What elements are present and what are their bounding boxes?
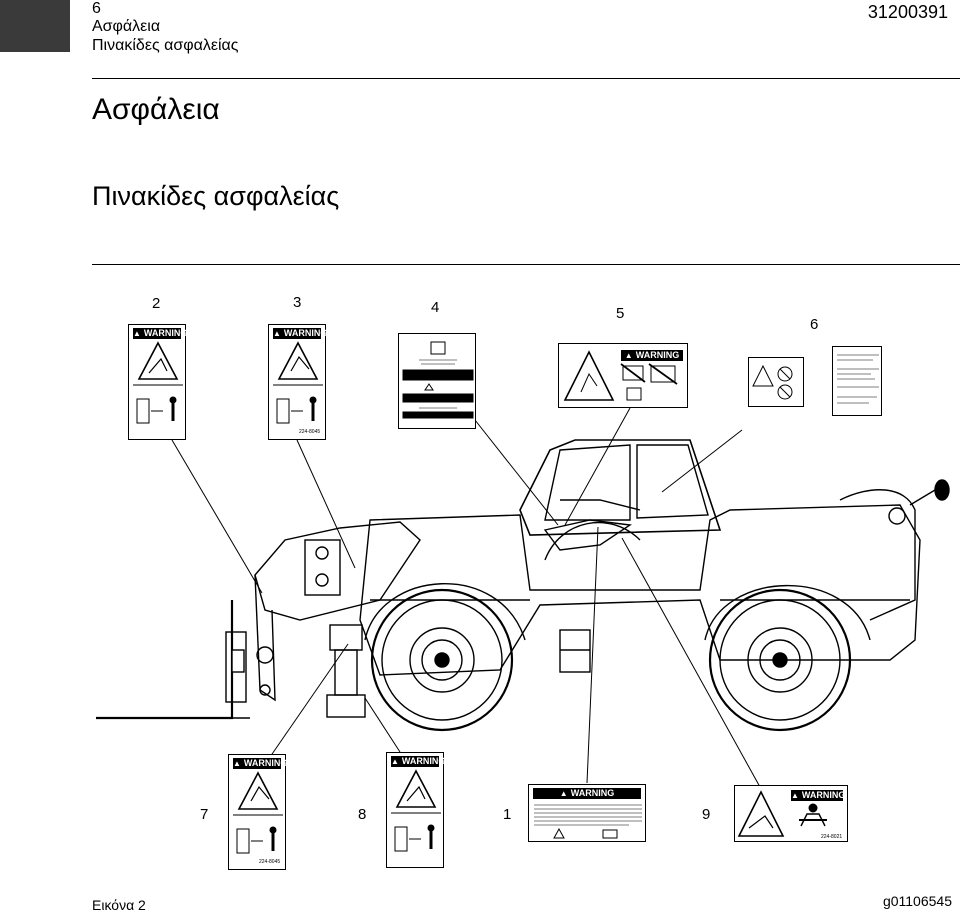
- safety-decal-7: WARNING 224-8045: [228, 754, 287, 870]
- warning-banner: WARNING: [791, 790, 845, 801]
- seat-belt-icon: [737, 790, 827, 837]
- warning-banner: WARNING: [233, 758, 287, 769]
- spec-text-lines-icon: [837, 354, 879, 404]
- crush-hazard-icon: [133, 341, 183, 424]
- safety-decal-9: WARNING 224-8021: [734, 785, 848, 842]
- section-tab-marker: [0, 0, 70, 52]
- section-heading: Πινακίδες ασφαλείας: [92, 181, 340, 211]
- crush-hazard-icon: [233, 771, 283, 854]
- specification-plate: [832, 346, 882, 416]
- warning-banner: WARNING: [391, 756, 445, 767]
- figure-caption: Εικόνα 2: [92, 897, 146, 913]
- callout-8: 8: [358, 806, 367, 823]
- header-subsection: Πινακίδες ασφαλείας: [92, 37, 239, 54]
- safety-decal-3: WARNING 224-8045: [268, 324, 327, 440]
- page-title: Ασφάλεια: [92, 93, 220, 126]
- load-chart-decal: [398, 333, 476, 429]
- warning-banner: WARNING: [621, 350, 683, 361]
- callout-9: 9: [702, 806, 711, 823]
- crush-hazard-icon: [391, 769, 441, 852]
- callout-6: 6: [810, 316, 819, 333]
- load-chart-icon: [402, 341, 474, 419]
- warning-banner: WARNING: [533, 788, 641, 799]
- safety-decal-5: WARNING: [558, 343, 688, 408]
- callout-2: 2: [152, 295, 161, 312]
- warning-banner: WARNING: [273, 328, 327, 339]
- callout-5: 5: [616, 305, 625, 322]
- header-rule: [92, 78, 960, 79]
- safety-decal-6: [748, 357, 804, 407]
- safety-decal-2: WARNING: [128, 324, 187, 440]
- crush-hazard-icon: [273, 341, 323, 424]
- header-section: Ασφάλεια: [92, 18, 161, 35]
- safety-decal-8: WARNING: [386, 752, 445, 868]
- warning-text-block-icon: [534, 804, 642, 839]
- part-number: 224-8021: [821, 834, 843, 840]
- heading-rule: [92, 264, 960, 265]
- safety-decal-1: WARNING: [528, 784, 646, 842]
- callout-7: 7: [200, 806, 209, 823]
- callout-1: 1: [503, 806, 512, 823]
- warning-banner: WARNING: [133, 328, 187, 339]
- electrocution-hazard-icon: [563, 350, 678, 401]
- figure-id: g01106545: [882, 893, 952, 909]
- part-number: 224-8045: [259, 859, 281, 865]
- callout-3: 3: [293, 294, 302, 311]
- callout-4: 4: [431, 299, 440, 316]
- document-number: 31200391: [867, 2, 948, 22]
- part-number: 224-8045: [299, 429, 321, 435]
- caution-read-manual-icon: [752, 364, 793, 400]
- page-number: 6: [92, 0, 101, 17]
